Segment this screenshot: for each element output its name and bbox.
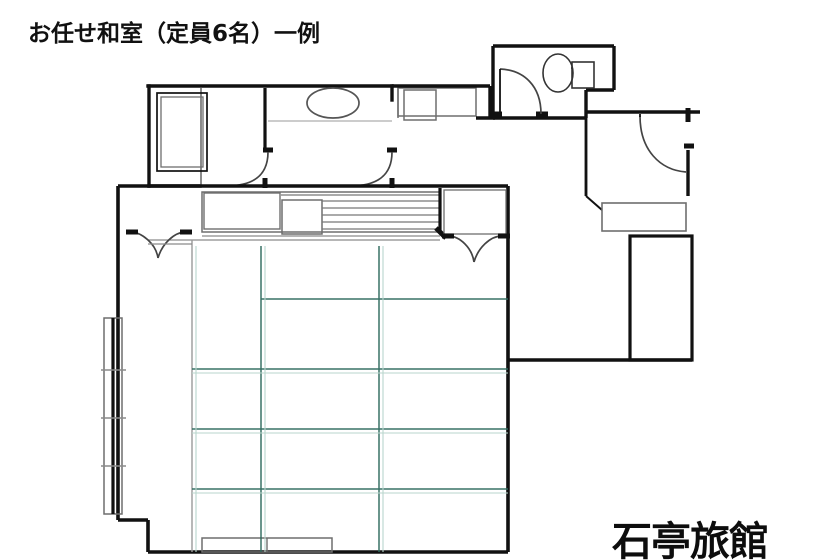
main-entrance-swing-door	[639, 115, 687, 173]
bathtub-fixture	[156, 92, 208, 172]
tatami-secondary-lines	[192, 246, 508, 552]
main-room-walls	[116, 184, 692, 554]
closet-oshiire	[148, 191, 441, 241]
entrance-area-group	[584, 108, 700, 211]
door-jambs	[262, 147, 397, 188]
toilet-fixture	[542, 53, 595, 93]
washroom-swing-door	[349, 151, 393, 187]
toilet-swing-door	[499, 68, 542, 115]
room-double-door-left	[129, 231, 187, 259]
closet-shelf-lines	[281, 194, 440, 230]
corridor-walls	[392, 84, 495, 120]
vanity-counter	[397, 87, 477, 121]
washbasin-basin	[306, 87, 360, 119]
watermark-logo: 石亭旅館	[612, 520, 768, 560]
wet-area-partitions	[200, 88, 266, 186]
toilet-bowl	[542, 53, 574, 93]
bathroom-swing-door	[225, 151, 269, 187]
tokonoma-alcove	[434, 188, 507, 240]
west-window-engawa	[101, 317, 126, 515]
toilet-room-group	[491, 44, 616, 120]
south-sliding-window	[201, 537, 333, 553]
entrance-closet	[628, 234, 694, 362]
room-double-door-right	[447, 235, 503, 263]
washroom-group	[263, 87, 392, 152]
toilet-tank	[571, 61, 595, 89]
page-title: お任せ和室（定員6名）一例	[28, 21, 321, 47]
tatami-mat-grid	[192, 246, 508, 552]
shoe-cabinet	[601, 202, 687, 232]
